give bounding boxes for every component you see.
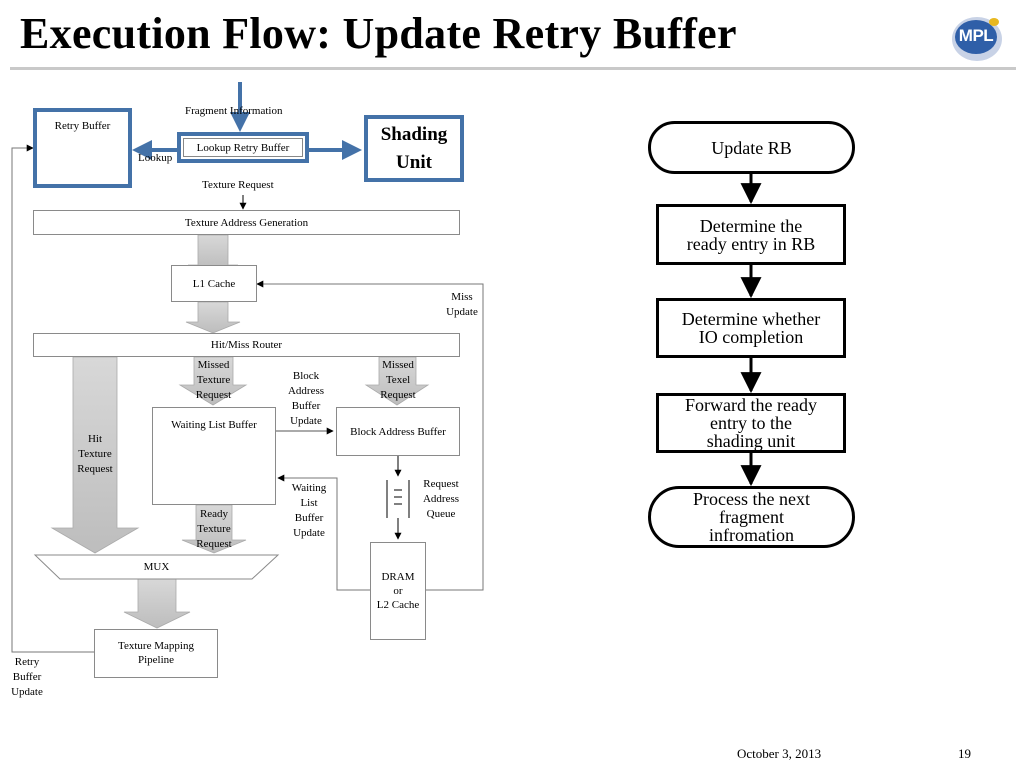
flowchart-step-update-rb: Update RB [648,121,855,174]
flowchart-step-3-line-2: IO completion [698,327,804,347]
waiting-list-buffer-update-line-1: Waiting [291,482,327,494]
block-address-buffer-update-line-3: Buffer [291,400,321,412]
waiting-list-buffer-label: Waiting List Buffer [171,419,257,431]
dram-l2-line-3: L2 Cache [376,599,420,611]
texture-mapping-pipeline-line-2: Pipeline [137,654,175,666]
shading-unit-line-1: Shading [380,124,448,145]
block-address-buffer-update-line-2: Address [287,385,325,397]
missed-texture-request-line-2: Texture [196,374,231,386]
title-divider [10,67,1016,70]
miss-update-label: Miss Update [440,290,484,320]
block-address-buffer-update-line-4: Update [290,415,322,427]
block-address-buffer: Block Address Buffer [336,407,460,456]
block-address-buffer-update-line-1: Block [292,370,320,382]
ready-texture-request-line-3: Request [196,538,232,550]
texture-mapping-pipeline: Texture Mapping Pipeline [94,629,218,678]
flowchart-step-determine-io-completion: Determine whether IO completion [656,298,846,358]
missed-texture-request-label: Missed Texture Request [189,358,238,403]
hit-texture-request-line-3: Request [77,463,113,475]
flowchart-step-2-line-2: ready entry in RB [686,233,816,254]
missed-texel-request-label: Missed Texel Request [374,358,422,403]
flowchart-step-4-line-3: shading unit [706,431,796,451]
shading-unit-line-2: Unit [396,152,432,173]
ready-texture-request-line-1: Ready [199,508,229,520]
page-number: 19 [958,746,971,761]
fragment-information-label: Fragment Information [185,105,283,117]
flowchart-step-4-line-1: Forward the ready [685,395,817,415]
block-address-buffer-update-label: Block Address Buffer Update [280,369,332,429]
l1-cache: L1 Cache [171,265,257,302]
texture-request-label: Texture Request [202,179,274,191]
request-address-queue-line-3: Queue [426,508,456,520]
hit-texture-request-label: Hit Texture Request [70,432,120,477]
ready-texture-request-line-2: Texture [197,523,231,535]
logo-text: MPL [958,26,994,45]
dram-l2-line-1: DRAM [381,571,415,583]
hit-texture-request-line-2: Texture [78,448,112,460]
flowchart-step-4-line-2: entry to the [710,413,792,433]
dram-l2-cache: DRAM or L2 Cache [370,542,426,640]
texture-mapping-pipeline-line-1: Texture Mapping [118,640,194,652]
shading-unit-box [364,115,464,182]
waiting-list-buffer-update-line-2: List [300,497,318,509]
waiting-list-buffer-update-line-4: Update [293,527,325,539]
ready-texture-request-label: Ready Texture Request [189,507,239,552]
hit-texture-request-line-1: Hit [87,433,103,445]
request-address-queue-label: Request Address Queue [414,477,468,522]
missed-texel-request-line-2: Texel [385,374,411,386]
dram-l2-line-2: or [393,585,403,597]
lookup-label: Lookup [138,152,173,164]
flowchart-step-5-line-3: infromation [709,525,794,545]
shading-unit-label: Shading Unit [364,121,464,177]
miss-update-line-1: Miss [451,291,473,303]
footer-date: October 3, 2013 [737,746,822,761]
slide-title: Execution Flow: Update Retry Buffer [20,9,737,58]
retry-buffer-update-line-2: Buffer [12,671,42,683]
texture-address-generation: Texture Address Generation [33,210,460,235]
missed-texel-request-line-3: Request [380,389,416,401]
flowchart-step-process-next-fragment: Process the next fragment infromation [648,486,855,548]
flowchart-step-5-line-2: fragment [719,507,784,527]
waiting-list-buffer-update-line-3: Buffer [294,512,324,524]
waiting-list-buffer-update-label: Waiting List Buffer Update [284,481,334,541]
hit-miss-router: Hit/Miss Router [33,333,460,357]
flowchart-step-3-line-1: Determine whether [681,309,821,329]
flowchart-step-determine-ready-entry: Determine the ready entry in RB [656,204,846,265]
retry-buffer-update-label: Retry Buffer Update [4,655,50,700]
flowchart-step-5-line-1: Process the next [693,489,810,509]
retry-buffer-update-line-3: Update [11,686,43,698]
missed-texture-request-line-3: Request [195,389,232,401]
retry-buffer-box [33,108,132,188]
lookup-retry-buffer: Lookup Retry Buffer [183,138,303,157]
flowchart-step-2-line-1: Determine the [699,215,803,236]
retry-buffer-label: Retry Buffer [54,120,111,132]
missed-texel-request-line-1: Missed [382,359,414,371]
mux-label: MUX [143,561,170,573]
mpl-logo: MPL [950,14,1002,62]
request-address-queue-line-1: Request [423,478,459,490]
flowchart-step-forward-ready-entry: Forward the ready entry to the shading u… [656,393,846,453]
request-address-queue-line-2: Address [422,493,460,505]
miss-update-line-2: Update [446,306,478,318]
flowchart-step-1-line-1: Update RB [711,137,792,158]
retry-buffer-update-line-1: Retry [14,656,40,668]
waiting-list-buffer-box [152,407,276,505]
missed-texture-request-line-1: Missed [197,359,230,371]
